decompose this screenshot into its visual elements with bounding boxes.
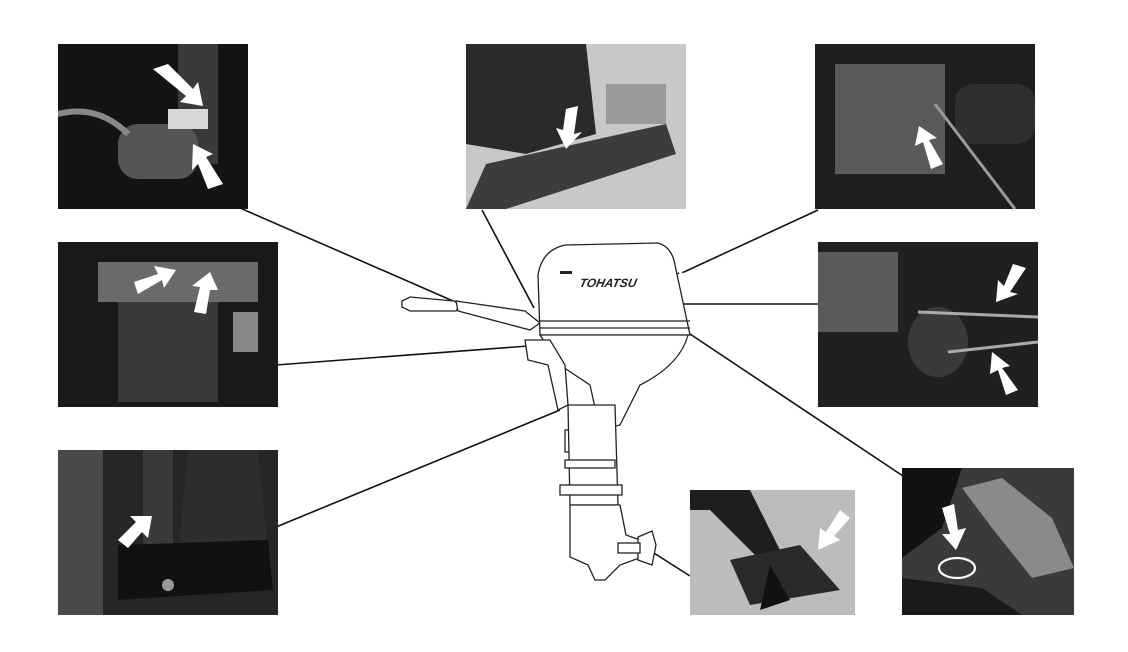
photo-6: [58, 450, 278, 615]
arrow-icon: [192, 272, 218, 314]
engine-cowl: [537, 242, 691, 336]
leader-line-bottom-left: [275, 409, 561, 528]
photo-7: [690, 490, 855, 615]
propeller: [637, 530, 657, 566]
leader-line-top-right: [683, 209, 819, 273]
leader-line-top-left: [239, 207, 493, 319]
arrow-icon: [996, 264, 1026, 302]
photo-1: [58, 44, 248, 209]
brand-text: TOHATSU: [578, 276, 638, 290]
arrow-icon: [118, 516, 152, 548]
arrow-icon: [818, 510, 850, 550]
arrow-icon: [556, 106, 582, 149]
photo-8: [902, 468, 1074, 615]
arrow-icon: [153, 64, 203, 106]
arrow-icon: [134, 266, 176, 294]
arrow-icon: [915, 126, 943, 169]
photo-2: [466, 44, 686, 209]
leader-line-bottom-right: [689, 333, 919, 487]
photo-5: [58, 242, 278, 407]
highlight-ellipse: [937, 556, 977, 580]
clamp-bracket: [524, 339, 569, 411]
leader-line-mid-left: [275, 345, 529, 366]
arrow-icon: [942, 504, 966, 550]
photo-3: [815, 44, 1035, 209]
photo-4: [818, 242, 1038, 407]
tiller-handle: [401, 296, 461, 312]
arrow-icon: [192, 144, 223, 189]
outboard-motor-drawing: TOHATSU: [401, 242, 691, 581]
leader-line-top-center: [481, 209, 535, 309]
arrow-icon: [990, 352, 1018, 395]
